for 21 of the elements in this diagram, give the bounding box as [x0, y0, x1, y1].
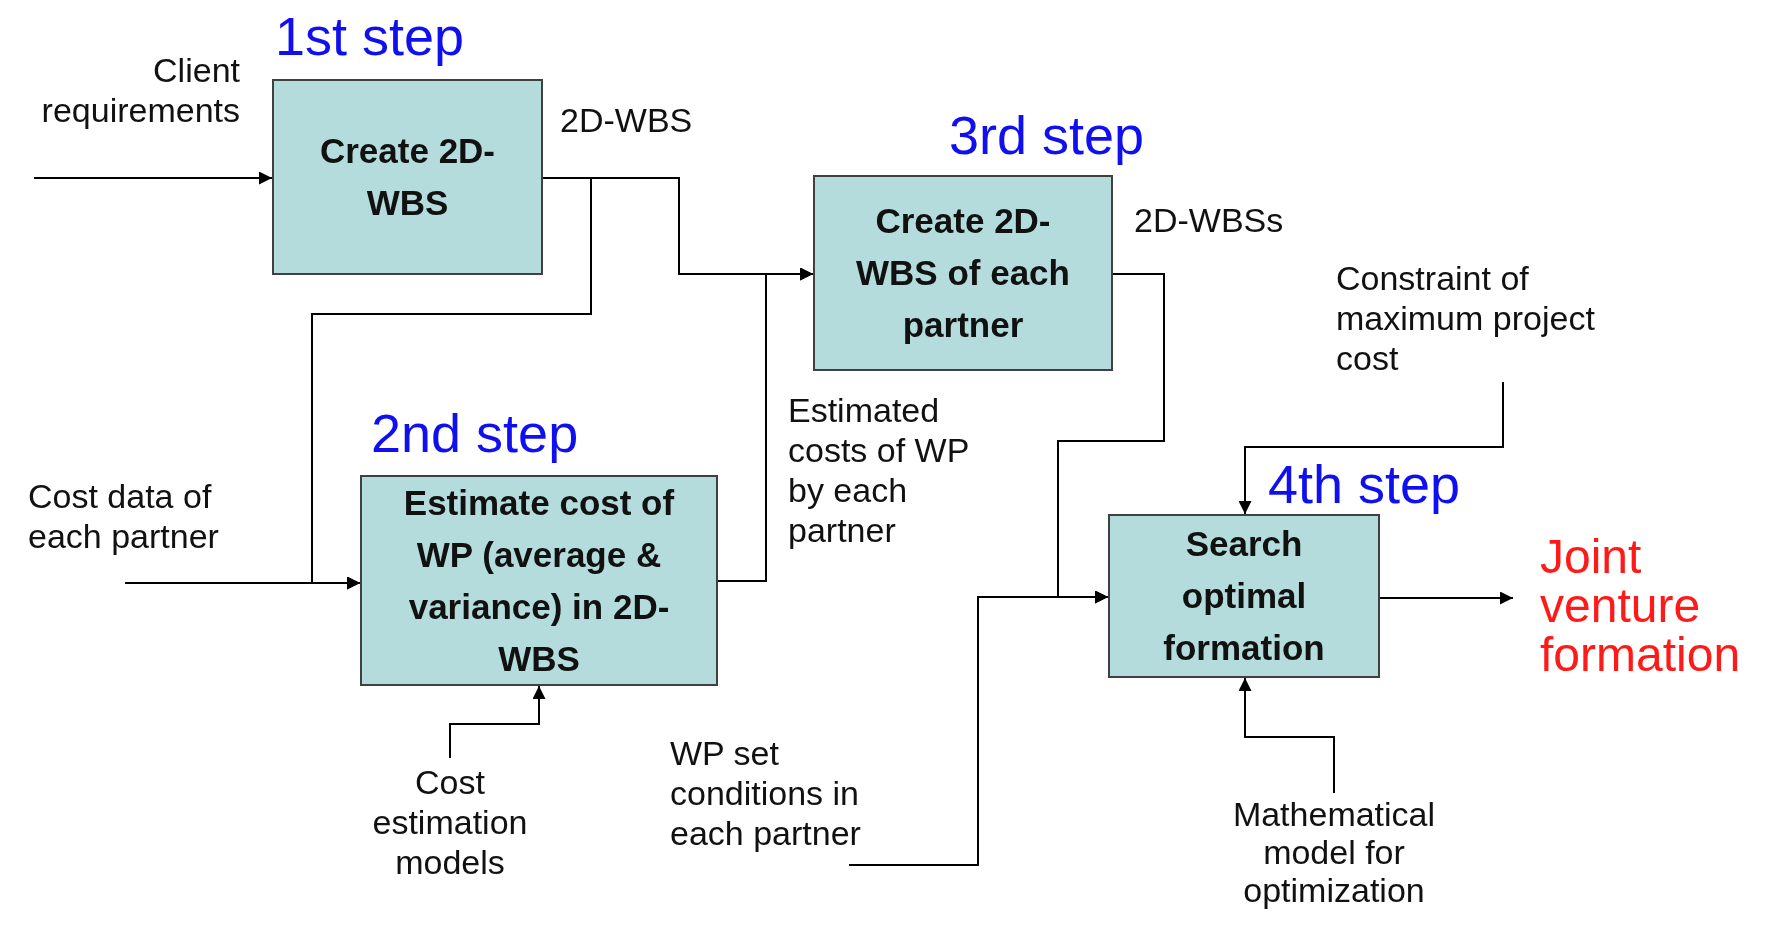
arrow	[124, 576, 361, 590]
process-label: Estimate cost of WP (average & variance) in 2D-WBS	[402, 481, 676, 680]
process-box	[272, 79, 543, 275]
arrow	[33, 171, 273, 185]
process-label: Create 2D-WBS	[318, 130, 497, 224]
process-box	[360, 475, 718, 686]
arrow	[848, 590, 1109, 866]
step-title: 1st step	[275, 5, 465, 67]
process-box	[813, 175, 1113, 371]
step-title: 3rd step	[949, 104, 1145, 166]
arrow	[449, 685, 546, 759]
process-box	[1108, 514, 1380, 678]
process-label: Create 2D-WBS of each partner	[855, 200, 1071, 346]
process-label: Search optimal formation	[1162, 523, 1326, 669]
step-title: 4th step	[1268, 453, 1461, 515]
step-title: 2nd step	[371, 402, 579, 464]
arrow	[1238, 381, 1504, 515]
arrow	[1238, 677, 1335, 794]
arrow	[717, 267, 814, 582]
outcome-text: Joint venture formation	[1540, 532, 1742, 679]
arrow	[1379, 591, 1514, 605]
